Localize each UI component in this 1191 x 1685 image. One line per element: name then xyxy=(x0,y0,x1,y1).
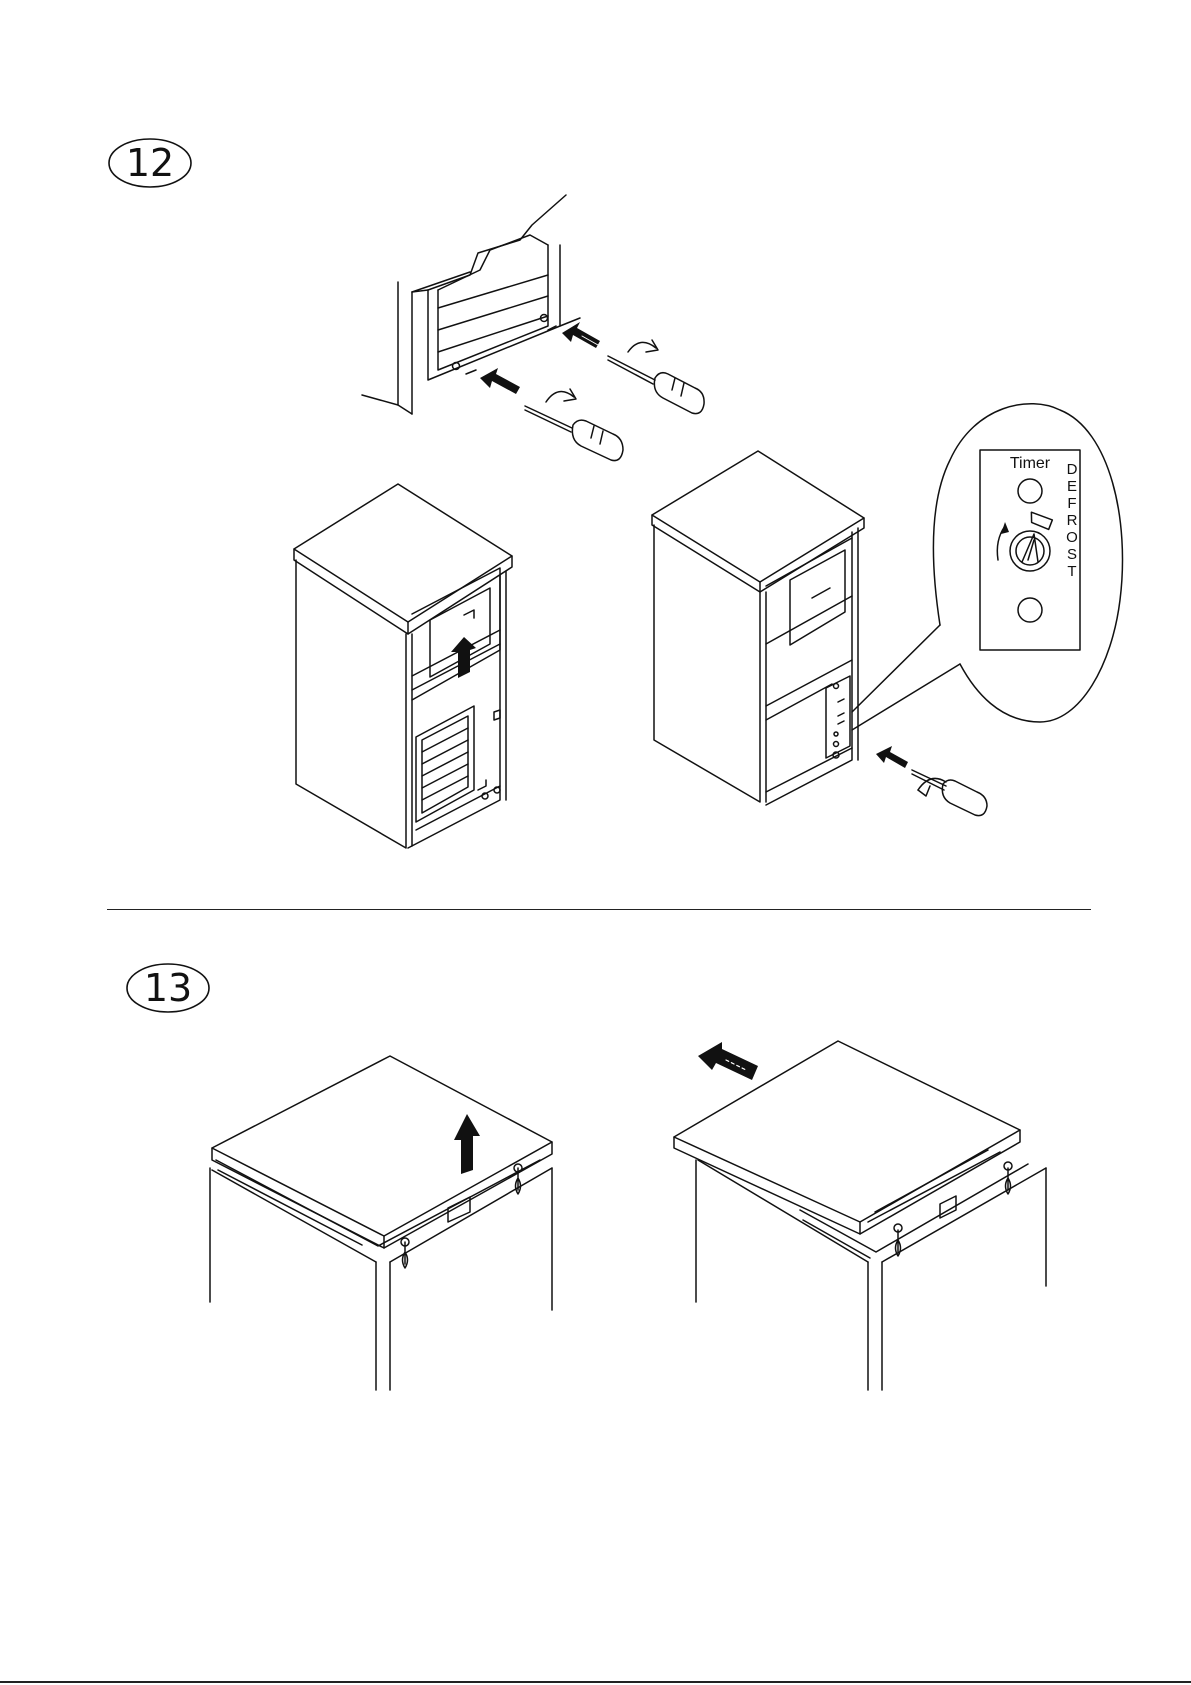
screwdriver-lower xyxy=(525,389,623,461)
svg-text:R: R xyxy=(1067,512,1078,529)
slide-arrow-lid xyxy=(698,1042,758,1080)
grille-detail xyxy=(362,195,580,414)
lift-arrow-left xyxy=(451,637,476,678)
svg-text:D: D xyxy=(1067,461,1078,478)
svg-text:S: S xyxy=(1067,546,1077,563)
svg-text:E: E xyxy=(1067,478,1077,495)
screwdriver-upper xyxy=(608,340,704,414)
push-arrow-right xyxy=(876,746,908,768)
push-arrow-upper xyxy=(562,322,600,348)
lift-arrow-lid xyxy=(454,1114,480,1174)
appliance-rear-left xyxy=(294,484,512,848)
screwdriver-right xyxy=(912,770,987,816)
defrost-vertical-label: D E F R O S T xyxy=(1066,461,1078,580)
lid-left xyxy=(212,1056,552,1268)
section-divider xyxy=(107,909,1091,910)
push-arrow-lower xyxy=(480,368,520,394)
cabinet-right xyxy=(696,1160,1046,1390)
lid-right xyxy=(674,1041,1020,1256)
step-13-number: 13 xyxy=(144,966,192,1010)
svg-text:T: T xyxy=(1067,563,1076,580)
page-bottom-rule xyxy=(0,1681,1191,1683)
figure-12-illustration: Timer D E F R O S T xyxy=(0,0,1191,890)
rotate-arrow-timer xyxy=(1001,522,1009,534)
timer-callout-bubble xyxy=(933,404,1122,722)
appliance-rear-right xyxy=(652,451,864,805)
cabinet-left xyxy=(210,1160,552,1390)
svg-text:F: F xyxy=(1067,495,1076,512)
figure-13-illustration xyxy=(0,1020,1191,1480)
svg-text:O: O xyxy=(1066,529,1078,546)
step-13-badge: 13 xyxy=(125,962,211,1014)
timer-label: Timer xyxy=(1010,455,1051,472)
